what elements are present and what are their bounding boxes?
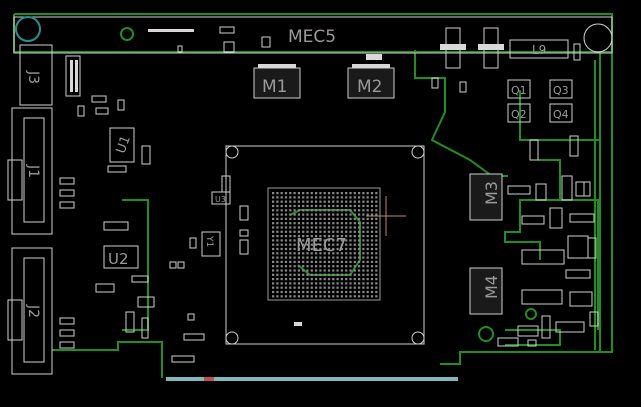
via-right <box>525 308 537 320</box>
bottom-edge-connector[interactable] <box>166 377 458 381</box>
crystal-y1-label: Y1 <box>204 235 214 247</box>
module-m4[interactable] <box>469 267 503 315</box>
crystal-y1[interactable] <box>189 231 221 257</box>
connector-j1[interactable] <box>7 107 53 235</box>
transistor-q2[interactable] <box>507 103 531 123</box>
connector-j2-label: J2 <box>25 304 41 318</box>
header-label: MEC5 <box>288 27 336 47</box>
transistor-q4[interactable] <box>549 103 573 123</box>
board-outline-traces <box>13 13 613 378</box>
transistor-q2-label: Q2 <box>511 108 527 121</box>
inductor-l9[interactable] <box>509 39 569 59</box>
module-m2[interactable] <box>347 64 395 99</box>
cpu-socket[interactable] <box>225 145 425 345</box>
mounting-hole-top-left <box>15 16 41 42</box>
connector-j3-label: J3 <box>25 70 41 84</box>
placement-crosshair <box>366 196 406 236</box>
chip-u3-label: U3 <box>215 195 226 204</box>
module-m3[interactable] <box>469 173 503 221</box>
passive-components-left <box>59 95 205 363</box>
transistor-q3[interactable] <box>549 79 573 99</box>
connector-j1-label: J1 <box>25 164 41 178</box>
chip-u1[interactable] <box>109 127 135 163</box>
passive-components-right <box>497 135 599 347</box>
chip-u3[interactable] <box>211 191 231 205</box>
transistor-q4-label: Q4 <box>553 108 569 121</box>
top-right-components <box>431 27 581 93</box>
chip-u1-label: U1 <box>114 134 134 156</box>
via-bottom <box>478 326 494 342</box>
module-m2-label: M2 <box>357 77 382 97</box>
transistor-q3-label: Q3 <box>553 84 569 97</box>
module-m3-label: M3 <box>482 181 501 205</box>
module-m1[interactable] <box>253 64 301 99</box>
transistor-q1-label: Q1 <box>511 84 527 97</box>
connector-j2[interactable] <box>7 247 53 375</box>
chip-u2[interactable] <box>103 245 139 269</box>
module-m1-label: M1 <box>262 77 287 97</box>
connector-j3[interactable] <box>19 44 81 106</box>
module-m4-label: M4 <box>482 275 501 299</box>
cpu-label: MEC7 <box>296 235 347 256</box>
inductor-l9-label: L9 <box>532 43 546 57</box>
chip-u2-label: U2 <box>108 250 129 268</box>
transistor-q1[interactable] <box>507 79 531 99</box>
mounting-hole-top-right <box>583 23 613 53</box>
